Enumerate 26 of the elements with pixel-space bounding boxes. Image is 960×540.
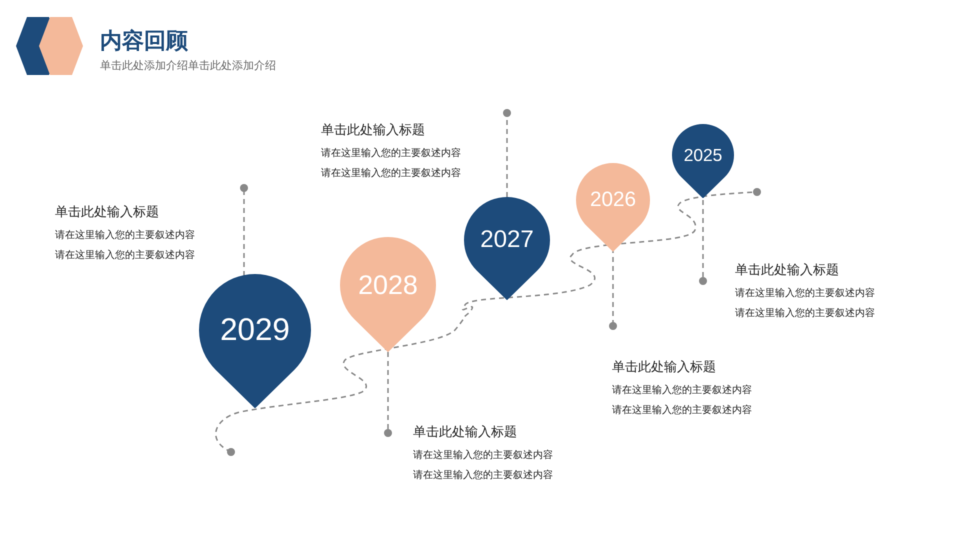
body-text: 请在这里输入您的主要叙述内容 xyxy=(321,166,462,181)
subtitle: 单击此处添加介绍单击此处添加介绍 xyxy=(100,58,276,73)
leader-line xyxy=(503,109,511,197)
title: 内容回顾 xyxy=(100,28,188,56)
heading-text: 单击此处输入标题 xyxy=(321,122,426,139)
heading-text: 单击此处输入标题 xyxy=(735,262,840,279)
body-text: 请在这里输入您的主要叙述内容 xyxy=(612,404,753,418)
heading-text: 单击此处输入标题 xyxy=(413,424,518,441)
year-text: 2028 xyxy=(358,270,418,300)
body-text: 请在这里输入您的主要叙述内容 xyxy=(413,468,554,483)
heading-text: 单击此处输入标题 xyxy=(612,359,717,376)
body-text: 请在这里输入您的主要叙述内容 xyxy=(55,228,196,243)
body-text: 请在这里输入您的主要叙述内容 xyxy=(735,306,876,321)
year-text: 2027 xyxy=(480,226,534,254)
leader-line xyxy=(384,352,392,437)
leader-line xyxy=(699,200,707,285)
year-text: 2029 xyxy=(220,312,290,348)
body-text: 请在这里输入您的主要叙述内容 xyxy=(55,248,196,263)
body-text: 请在这里输入您的主要叙述内容 xyxy=(612,384,753,398)
body-text: 请在这里输入您的主要叙述内容 xyxy=(321,146,462,161)
leader-line xyxy=(240,184,248,276)
body-text: 请在这里输入您的主要叙述内容 xyxy=(735,286,876,301)
body-text: 请在这里输入您的主要叙述内容 xyxy=(413,448,554,463)
year-text: 2025 xyxy=(684,144,722,166)
year-text: 2026 xyxy=(590,188,636,212)
heading-text: 单击此处输入标题 xyxy=(55,204,160,221)
